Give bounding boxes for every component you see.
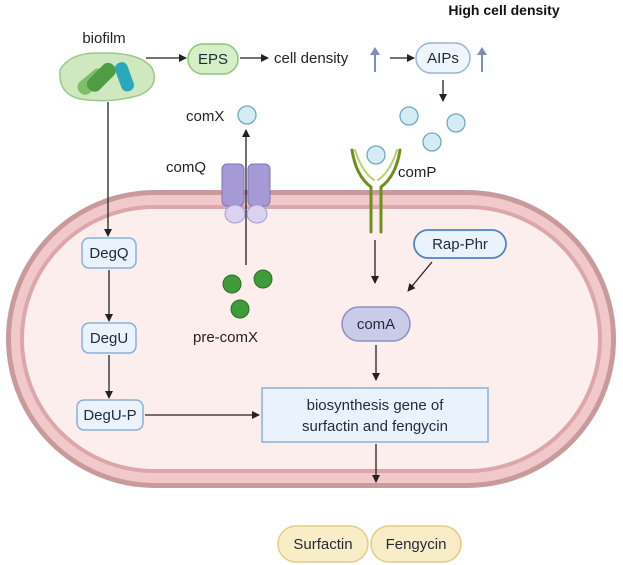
fengycin-node — [370, 525, 462, 563]
pre-comx-molecules — [222, 269, 273, 319]
degu-label: DegU — [90, 330, 128, 347]
comq-label: comQ — [166, 159, 206, 176]
degu-p-node — [76, 399, 144, 431]
comp-label: comP — [398, 164, 436, 181]
degu-p-label: DegU-P — [83, 407, 136, 424]
surfactin-label: Surfactin — [293, 536, 352, 553]
pre-comx-label: pre-comX — [193, 329, 258, 346]
up-arrow-icon — [370, 47, 380, 72]
rap-phr-node — [413, 229, 507, 259]
comx-molecule — [237, 105, 257, 125]
aip-molecules — [366, 106, 466, 165]
aips-label: AIPs — [427, 50, 459, 67]
biofilm-icon — [59, 52, 155, 102]
coma-node — [341, 306, 411, 342]
degu-node — [81, 322, 137, 354]
arrow-rapphr-to-coma — [407, 261, 433, 292]
eps-label: EPS — [198, 51, 228, 68]
up-arrow-icon-2 — [477, 47, 487, 72]
aips-node — [415, 42, 471, 74]
cell-density-label: cell density — [274, 50, 349, 67]
rap-phr-label: Rap-Phr — [432, 236, 488, 253]
title: High cell density — [448, 2, 559, 18]
coma-label: comA — [357, 316, 395, 333]
gene-box-line2: surfactin and fengycin — [302, 418, 448, 435]
comq-transporter-icon — [221, 163, 271, 224]
eps-node — [187, 43, 239, 75]
degq-node — [81, 237, 137, 269]
comp-receptor-icon — [350, 148, 402, 234]
degq-label: DegQ — [89, 245, 128, 262]
gene-box-line1: biosynthesis gene of — [307, 397, 445, 414]
surfactin-node — [277, 525, 369, 563]
biofilm-label: biofilm — [82, 30, 125, 47]
biosynthesis-gene-box — [261, 387, 489, 443]
comx-label: comX — [186, 108, 224, 125]
fengycin-label: Fengycin — [386, 536, 447, 553]
